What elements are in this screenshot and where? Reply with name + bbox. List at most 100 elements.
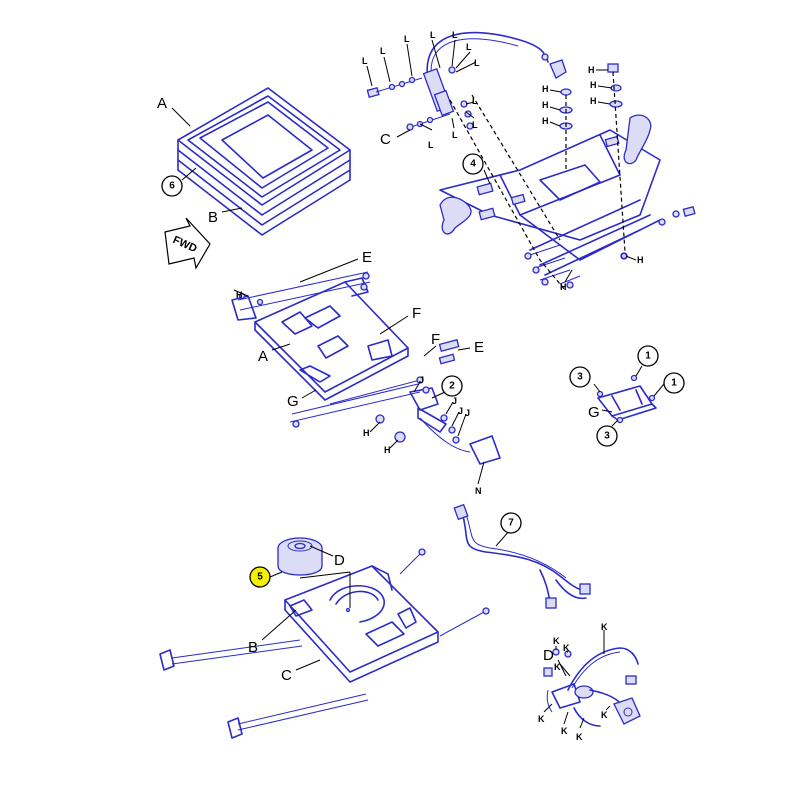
leader-3b [611,419,619,427]
callout-1b [663,372,685,394]
label-d-right: D [543,647,554,664]
svg-text:K: K [601,622,608,632]
k-labels: K K K K K K K K [538,622,611,742]
svg-text:L: L [428,140,434,150]
svg-text:L: L [380,46,386,56]
leader-c-top [396,129,411,138]
svg-text:K: K [563,643,570,653]
label-a-mid: A [258,348,268,365]
leader-d-lower [309,545,334,557]
label-a-cushion: A [157,95,167,112]
svg-text:L: L [362,56,368,66]
j-labels: J J J J [413,375,470,437]
callout-3a-text: 3 [577,372,583,383]
callout-5 [249,566,271,588]
callout-4 [462,153,484,175]
leader-e-mid-top [299,258,359,283]
svg-text:L: L [452,130,458,140]
svg-text:K: K [561,726,568,736]
label-b-cushion: B [208,209,218,226]
leader-6 [181,167,197,181]
svg-text:H: H [590,80,597,90]
label-e-mid-top: E [362,249,372,266]
svg-text:H: H [542,116,549,126]
callout-7 [500,512,522,534]
callout-3b [596,425,618,447]
forward-arrow-icon: FWD [164,217,211,270]
svg-text:J: J [452,396,457,406]
h-labels-top: H H H H H H H H [542,65,644,292]
svg-text:H: H [637,255,644,265]
leader-c-lower [295,659,321,671]
leader-5 [269,571,283,578]
label-e-mid: E [474,339,484,356]
leader-1b [653,383,665,397]
callout-2-text: 2 [449,381,455,392]
l-hardware-group [366,66,474,131]
svg-text:H: H [560,282,567,292]
label-n: N [475,486,482,496]
leader-d-right [557,659,567,677]
dashed-path-1 [449,99,566,291]
callout-3a [569,366,591,388]
compressor-component [277,537,323,576]
dashed-path-2 [471,94,561,241]
leader-e-mid [457,347,471,351]
h-hardware-stack [559,63,628,260]
svg-text:H: H [542,100,549,110]
leader-1a [635,365,643,377]
label-c-lower: C [281,667,292,684]
leader-b-cushion [221,207,243,213]
leader-5-a [299,571,351,579]
leader-f-1 [379,315,409,335]
base-plate-assembly [159,548,490,739]
label-f-2: F [431,331,440,348]
svg-text:K: K [553,636,560,646]
svg-text:H: H [590,96,597,106]
callout-1a-text: 1 [645,351,651,362]
valve-harness-assembly [543,647,641,727]
svg-text:L: L [474,58,480,68]
leader-n [477,461,485,485]
l-labels: L L L L L L L L L L L [362,30,480,150]
svg-text:J: J [465,408,470,418]
label-g-mid: G [287,393,299,410]
leader-h-mid-1 [233,289,249,297]
seat-cushion-assembly [177,87,351,236]
leader-2 [431,391,446,399]
leader-b-lower [261,609,297,641]
svg-text:H: H [542,84,549,94]
leader-4 [483,169,491,185]
leader-g-mid [301,389,317,399]
callout-4-text: 4 [470,159,476,170]
label-d-lower: D [334,552,345,569]
svg-text:J: J [419,375,424,385]
callout-6-text: 6 [169,181,175,192]
leader-h-mid-2 [369,421,381,433]
leader-a-mid [271,343,291,351]
release-cable-assembly [422,31,567,117]
svg-text:J: J [458,406,463,416]
svg-text:L: L [404,34,410,44]
slide-handle-assembly [439,114,696,289]
callout-7-text: 7 [508,518,514,529]
wiring-harness [453,503,591,609]
label-h-mid-2: H [363,428,370,438]
leader-h-mid-3 [389,439,399,449]
callout-1a [637,345,659,367]
leader-3a [593,383,601,393]
callout-2 [441,375,463,397]
svg-text:H: H [588,65,595,75]
svg-text:K: K [601,710,608,720]
svg-text:K: K [538,714,545,724]
leader-a-cushion [171,107,191,127]
bracket-assembly [596,374,657,424]
svg-text:K: K [576,732,583,742]
label-f-1: F [412,305,421,322]
mounting-plate-assembly [231,271,501,465]
label-g-right: G [588,404,600,421]
callout-5-text: 5 [257,572,263,583]
callout-3b-text: 3 [604,431,610,442]
